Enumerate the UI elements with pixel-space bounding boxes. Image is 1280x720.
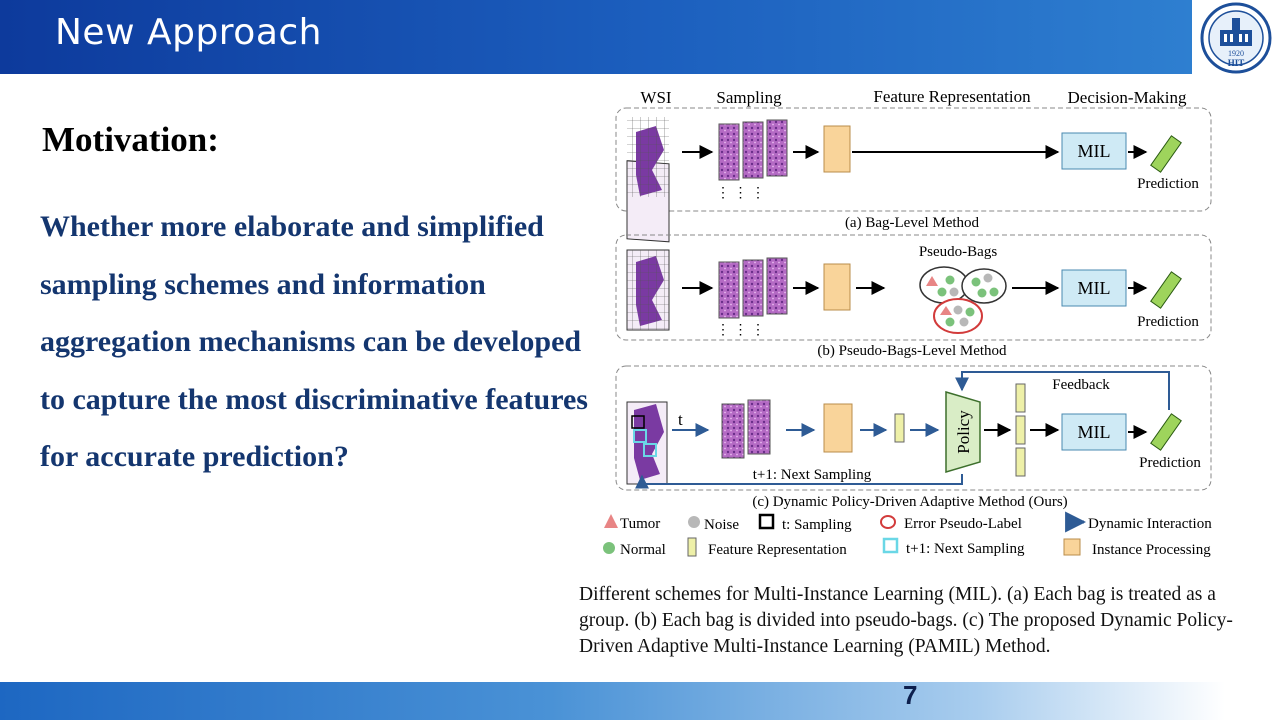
legend-feature: Feature Representation <box>708 542 847 558</box>
pseudo-bags-label: Pseudo-Bags <box>919 244 997 260</box>
legend-normal: Normal <box>620 542 666 558</box>
page-number: 7 <box>903 680 918 710</box>
header-sampling: Sampling <box>716 88 782 107</box>
prediction-label-b: Prediction <box>1137 314 1199 330</box>
wsi-a-image <box>626 117 670 243</box>
title-bar: New Approach <box>0 0 1192 74</box>
prediction-bar-c <box>1150 413 1182 451</box>
dots-a: ⋮ ⋮ ⋮ <box>716 186 765 201</box>
mil-schemes-figure: WSI Sampling Feature Representation Deci… <box>603 87 1212 558</box>
motivation-question: Whether more elaborate and simplified sa… <box>40 210 588 473</box>
patch-c-2 <box>747 399 771 455</box>
feature-bar-c2 <box>1015 415 1026 445</box>
mil-label-c: MIL <box>1078 422 1111 442</box>
legend-tumor: Tumor <box>620 516 660 532</box>
prediction-bar-a <box>1150 135 1182 173</box>
instance-box-a <box>823 125 851 173</box>
mil-box-b <box>1061 269 1127 307</box>
motivation-heading: Motivation: <box>42 120 219 159</box>
logo-text: HIT <box>1228 58 1245 68</box>
t-label: t <box>678 410 683 429</box>
mil-box-c <box>1061 413 1127 451</box>
figure-caption: Different schemes for Multi-Instance Lea… <box>579 584 1233 657</box>
patch-c-1 <box>721 403 745 459</box>
legend-error: Error Pseudo-Label <box>904 516 1022 532</box>
legend-noise-icon <box>688 516 700 528</box>
feature-bar-c3 <box>1015 447 1026 477</box>
legend-sampling-icon <box>758 513 775 530</box>
patches-b: ⋮ ⋮ ⋮ <box>716 257 788 338</box>
panel-c-frame <box>615 365 1212 491</box>
university-logo: 1920 HIT <box>1200 2 1272 74</box>
next-sampling-label: t+1: Next Sampling <box>753 467 872 483</box>
instance-box-c <box>823 403 853 453</box>
footer-bar <box>0 682 1225 720</box>
feature-bar-c1 <box>1015 383 1026 413</box>
panel-c-caption: (c) Dynamic Policy-Driven Adaptive Metho… <box>752 494 1067 510</box>
wsi-c-image <box>626 401 668 485</box>
legend-normal-icon <box>603 542 615 554</box>
legend-noise: Noise <box>704 517 739 533</box>
wsi-b-image <box>626 249 670 331</box>
prediction-label-c: Prediction <box>1139 455 1201 471</box>
legend-next-icon <box>882 537 899 554</box>
legend-feature-icon <box>687 537 697 557</box>
mil-label-b: MIL <box>1078 278 1111 298</box>
panel-b-caption: (b) Pseudo-Bags-Level Method <box>817 343 1007 359</box>
pseudo-bags-group <box>919 266 1007 334</box>
dots-b: ⋮ ⋮ ⋮ <box>716 323 765 338</box>
header-feature-representation: Feature Representation <box>873 87 1031 106</box>
legend-next: t+1: Next Sampling <box>906 541 1025 557</box>
feedback-arrow <box>955 371 1170 410</box>
instance-box-b <box>823 263 851 311</box>
panel-b-frame <box>615 234 1212 341</box>
prediction-label-a: Prediction <box>1137 176 1199 192</box>
header-decision-making: Decision-Making <box>1068 88 1187 107</box>
policy-box <box>945 390 981 474</box>
panel-a-caption: (a) Bag-Level Method <box>845 215 980 231</box>
slide-title: New Approach <box>55 12 322 53</box>
panel-a-frame <box>615 107 1212 212</box>
next-sampling-arrow <box>635 474 963 489</box>
legend-error-icon <box>880 515 896 529</box>
legend-instance: Instance Processing <box>1092 542 1211 558</box>
legend-dynamic: Dynamic Interaction <box>1088 516 1212 532</box>
feature-bar-c <box>894 413 905 443</box>
legend-instance-icon <box>1063 538 1081 556</box>
feedback-label: Feedback <box>1052 377 1110 393</box>
mil-box-a <box>1061 132 1127 170</box>
header-wsi: WSI <box>640 88 672 107</box>
patches-a: ⋮ ⋮ ⋮ <box>716 119 788 201</box>
legend-sampling: t: Sampling <box>782 517 852 533</box>
prediction-bar-b <box>1150 271 1182 309</box>
legend-tumor-icon <box>604 514 618 528</box>
mil-label-a: MIL <box>1078 141 1111 161</box>
logo-year: 1920 <box>1228 49 1244 58</box>
policy-label: Policy <box>954 410 973 454</box>
